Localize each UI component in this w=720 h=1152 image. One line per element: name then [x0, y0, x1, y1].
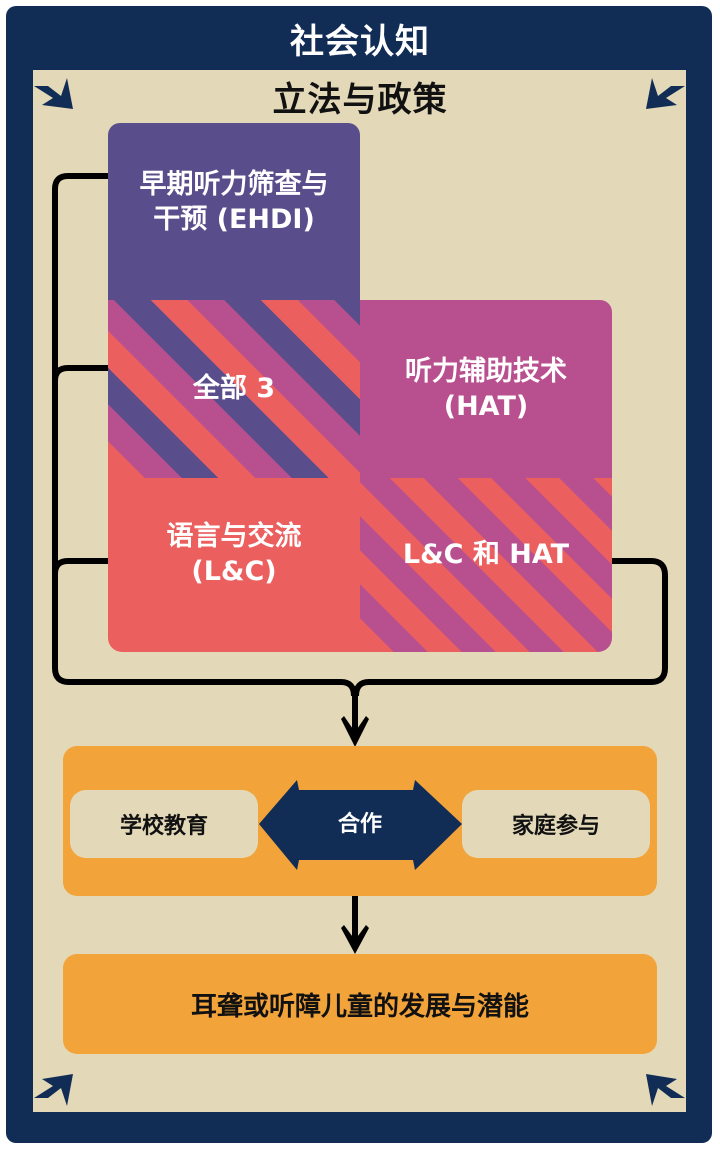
corner-arrow-bottom-left-icon — [34, 1074, 73, 1106]
legislation-policy-title: 立法与政策 — [272, 80, 448, 120]
lc-and-hat-label: L&C 和 HAT — [402, 539, 570, 571]
outcome-label: 耳聋或听障儿童的发展与潜能 — [190, 991, 529, 1022]
lc-label-line1: 语言与交流 — [166, 520, 302, 552]
down-arrow-icon — [341, 716, 369, 747]
bracket-left — [52, 173, 357, 697]
all-three-block: 全部 3 — [108, 300, 360, 478]
outcome-box: 耳聋或听障儿童的发展与潜能 — [63, 954, 657, 1054]
ehdi-label-line2: 干预 (EHDI) — [153, 204, 315, 236]
lc-block: 语言与交流 (L&C) — [108, 478, 360, 652]
hat-block: 听力辅助技术 (HAT) — [360, 300, 612, 478]
school-education-pill: 学校教育 — [70, 790, 258, 858]
hat-label-line2: (HAT) — [443, 391, 529, 422]
bracket-tick-lower — [52, 558, 108, 575]
corner-arrow-top-left-icon — [34, 78, 73, 109]
down-arrow-icon-2 — [341, 925, 369, 954]
family-involvement-pill: 家庭参与 — [462, 790, 650, 858]
lc-and-hat-block: L&C 和 HAT — [360, 478, 612, 652]
ehdi-label-line1: 早期听力筛查与 — [139, 169, 329, 200]
bracket-tick-middle — [52, 365, 108, 382]
corner-arrow-bottom-right-icon — [646, 1074, 685, 1106]
corner-arrow-top-right-icon — [646, 78, 685, 109]
hat-label-line1: 听力辅助技术 — [405, 355, 567, 387]
ehdi-block: 早期听力筛查与 干预 (EHDI) — [108, 123, 360, 313]
societal-awareness-title: 社会认知 — [290, 22, 430, 62]
bracket-right — [353, 558, 668, 697]
all-three-label: 全部 3 — [192, 373, 276, 405]
family-involvement-label: 家庭参与 — [511, 814, 600, 839]
collaboration-label: 合作 — [337, 812, 382, 837]
lc-label-line2: (L&C) — [191, 556, 277, 587]
school-education-label: 学校教育 — [119, 814, 208, 839]
double-headed-arrow-icon — [259, 780, 462, 870]
